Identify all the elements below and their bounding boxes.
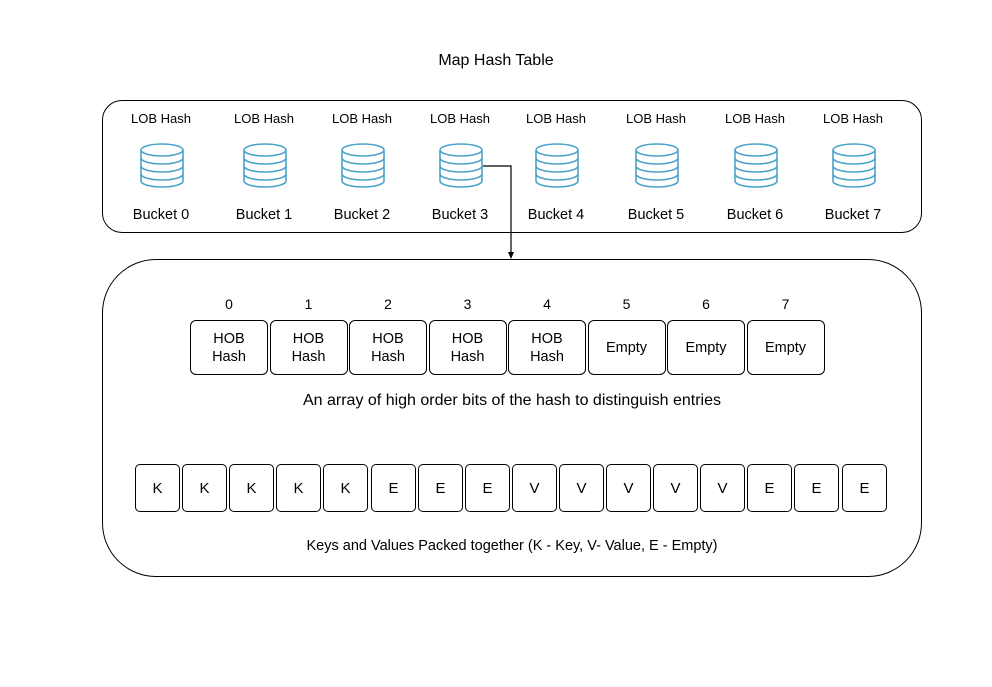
kv-cell: V (606, 464, 651, 512)
diagram-title: Map Hash Table (438, 52, 554, 69)
bucket-label: Bucket 2 (333, 207, 391, 223)
database-icon (535, 143, 579, 188)
kv-cell: V (700, 464, 745, 512)
bucket-detail-panel (102, 259, 922, 577)
hob-cell-line1: HOB (531, 330, 563, 347)
hob-index: 1 (304, 296, 313, 312)
hob-index: 5 (622, 296, 631, 312)
kv-cell: E (747, 464, 792, 512)
arrow-down-icon (508, 252, 514, 259)
database-icon (635, 143, 679, 188)
lob-hash-label: LOB Hash (332, 111, 392, 126)
kv-cell: K (323, 464, 368, 512)
lob-hash-label: LOB Hash (526, 111, 586, 126)
hob-cell-line2: Hash (371, 348, 405, 365)
hob-index: 6 (702, 296, 710, 312)
hob-cell-line1: Empty (685, 339, 727, 356)
hob-cell-line1: HOB (372, 330, 404, 347)
lob-hash-label: LOB Hash (626, 111, 686, 126)
kv-cell: V (512, 464, 557, 512)
kv-cell: K (135, 464, 180, 512)
kv-cell: E (842, 464, 887, 512)
kv-cell: V (559, 464, 604, 512)
hob-cell: Empty (587, 320, 666, 375)
lob-hash-label: LOB Hash (131, 111, 191, 126)
bucket-label: Bucket 0 (132, 207, 190, 223)
database-icon (734, 143, 778, 188)
kv-cell: E (418, 464, 463, 512)
hob-cell: Empty (667, 320, 745, 375)
kv-cell: K (276, 464, 321, 512)
database-icon (243, 143, 287, 188)
database-icon (140, 143, 184, 188)
lob-hash-label: LOB Hash (430, 111, 490, 126)
lob-hash-label: LOB Hash (725, 111, 785, 126)
bucket-label: Bucket 4 (527, 207, 585, 223)
hob-cell-line1: HOB (292, 330, 325, 347)
hob-cell-line2: Hash (530, 348, 564, 365)
bucket-label: Bucket 1 (235, 207, 293, 223)
hob-cell-line2: Hash (212, 348, 246, 365)
kv-cell: E (371, 464, 416, 512)
bucket-label: Bucket 5 (627, 207, 685, 223)
hob-index: 7 (781, 296, 790, 312)
bucket-label: Bucket 6 (726, 207, 784, 223)
connector-line (483, 165, 512, 253)
kv-cell: K (229, 464, 274, 512)
hob-index: 0 (225, 296, 233, 312)
database-icon (341, 143, 385, 188)
bucket-label: Bucket 7 (824, 207, 882, 223)
bucket-label: Bucket 3 (431, 207, 489, 223)
hob-cell-line1: Empty (605, 339, 648, 356)
hob-cell-line1: HOB (451, 330, 484, 347)
hob-cell: Empty (746, 320, 825, 375)
kv-cell: K (182, 464, 227, 512)
lob-hash-label: LOB Hash (823, 111, 883, 126)
hob-cell-line1: HOB (213, 330, 245, 347)
kv-cell: V (653, 464, 698, 512)
buckets-panel (102, 100, 922, 233)
kv-caption: Keys and Values Packed together (K - Key… (306, 538, 718, 554)
kv-cell: E (465, 464, 510, 512)
hob-cell-line2: Hash (291, 348, 326, 365)
hob-index: 2 (384, 296, 392, 312)
hob-caption: An array of high order bits of the hash … (302, 392, 721, 409)
database-icon (439, 143, 483, 188)
database-icon (832, 143, 876, 188)
hob-index: 4 (543, 296, 551, 312)
hob-cell-line1: Empty (764, 339, 807, 356)
lob-hash-label: LOB Hash (234, 111, 294, 126)
kv-cell: E (794, 464, 839, 512)
hob-index: 3 (463, 296, 472, 312)
hob-cell-line2: Hash (450, 348, 485, 365)
